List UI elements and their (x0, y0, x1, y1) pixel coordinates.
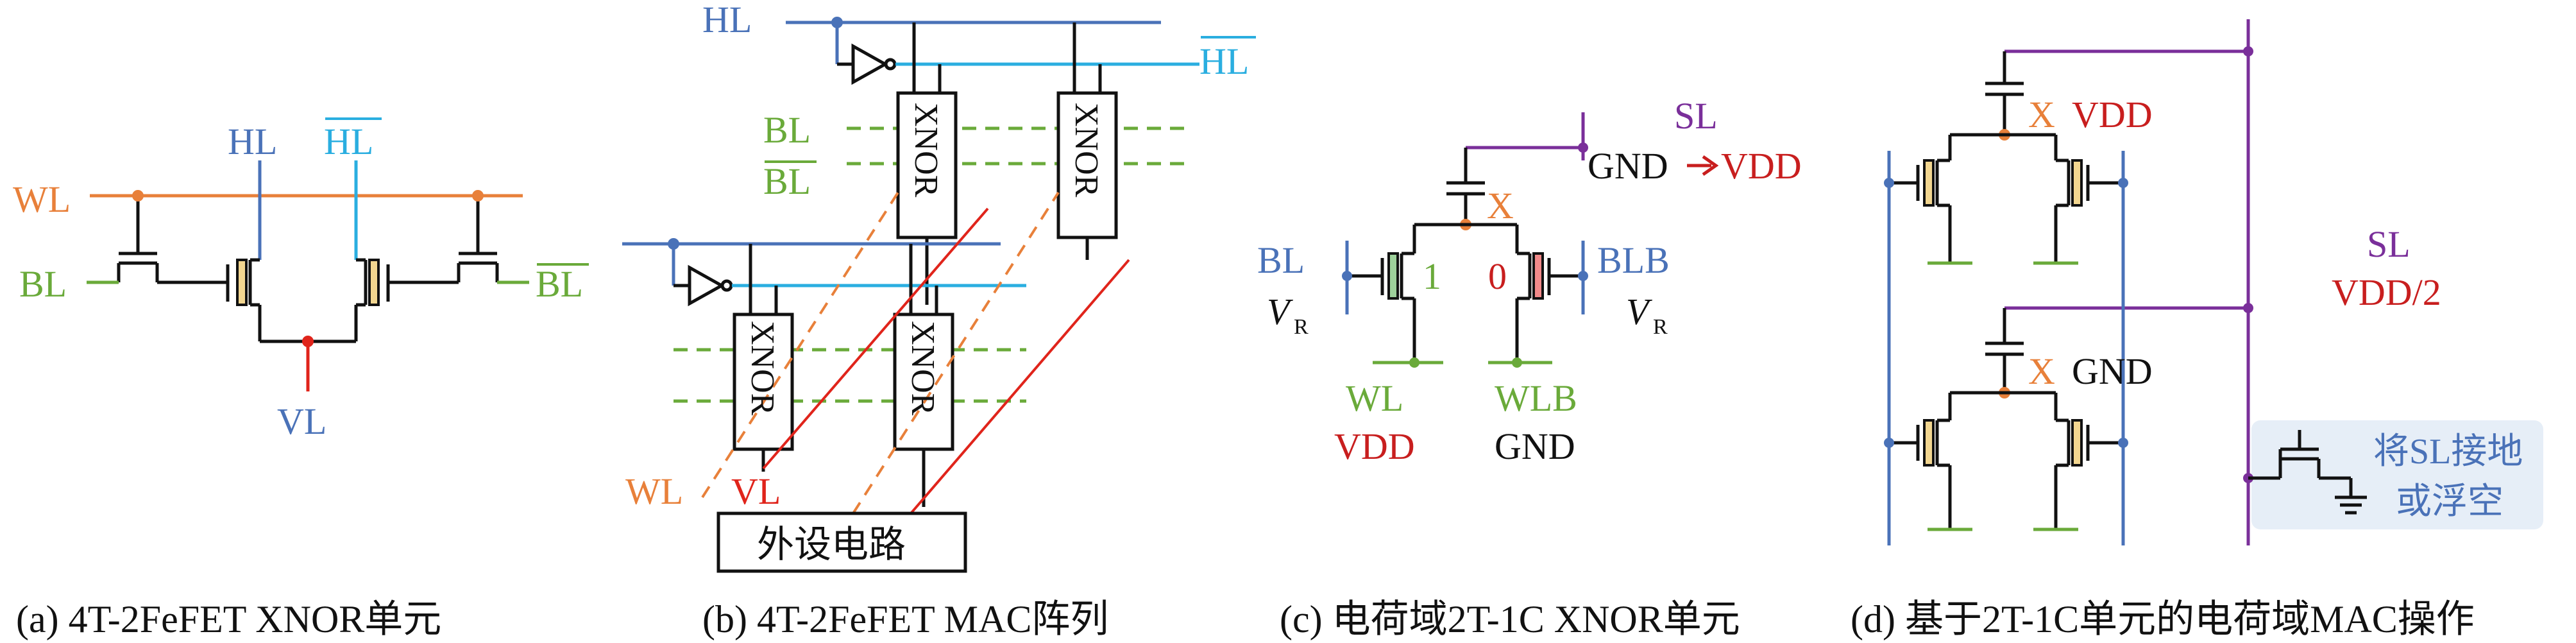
label-c-vr-left-sub: R (1294, 315, 1309, 339)
label-c-blb: BLB (1597, 239, 1670, 281)
label-c-vdd: VDD (1721, 145, 1802, 187)
label-d-note1: 将SL接地 (2373, 432, 2523, 472)
label-c-vr-right-sub: R (1653, 315, 1668, 339)
label-d-v1: VDD (2072, 94, 2153, 135)
xnor-b-3: XNOR (744, 321, 781, 416)
label-c-wl-v: VDD (1334, 425, 1415, 467)
fefet-c-left-fe (1387, 252, 1399, 300)
note-box (2251, 420, 2543, 529)
fefet-right-fe (368, 259, 380, 306)
label-d-note2: 或浮空 (2396, 482, 2504, 522)
fefet-c-right-fe (1532, 252, 1544, 300)
label-a-hlbar: HL (324, 121, 373, 162)
xnor-b-2: XNOR (1068, 103, 1105, 198)
label-c-wl: WL (1346, 377, 1403, 419)
label-b-periph: 外设电路 (757, 524, 906, 565)
xnor-b-4: XNOR (904, 321, 941, 416)
label-d-x1: X (2028, 94, 2055, 135)
label-c-vr-left: V (1267, 291, 1294, 332)
panel-a (87, 160, 529, 391)
label-b-hl: HL (702, 0, 752, 40)
label-b-wl: WL (625, 470, 683, 512)
caption-a: (a) 4T-2FeFET XNOR单元 (16, 598, 441, 640)
label-c-wlb: WLB (1495, 377, 1577, 419)
caption-d: (d) 基于2T-1C单元的电荷域MAC操作 (1851, 598, 2475, 640)
label-c-x: X (1487, 185, 1514, 227)
label-c-zero: 0 (1488, 255, 1507, 297)
label-a-vl: VL (277, 400, 326, 442)
label-d-sl: SL (2367, 223, 2411, 265)
label-d-x2: X (2028, 350, 2055, 392)
label-c-one: 1 (1423, 255, 1441, 297)
label-c-wlb-v: GND (1495, 425, 1575, 467)
caption-b: (b) 4T-2FeFET MAC阵列 (702, 598, 1108, 640)
label-d-sl-v: VDD/2 (2332, 271, 2441, 313)
label-b-blbar: BL (763, 160, 811, 202)
label-a-hl: HL (228, 121, 277, 162)
label-a-blbar: BL (536, 263, 583, 305)
label-c-vr-right: V (1626, 291, 1653, 332)
caption-c: (c) 电荷域2T-1C XNOR单元 (1280, 598, 1740, 640)
label-b-bl: BL (763, 109, 811, 151)
label-c-sl: SL (1674, 95, 1718, 137)
label-d-v2: GND (2072, 350, 2153, 392)
panel-d (1884, 19, 2543, 545)
fefet-left-fe (236, 259, 248, 306)
label-a-wl: WL (13, 178, 71, 220)
label-b-vl: VL (731, 470, 781, 512)
label-a-bl: BL (19, 263, 67, 305)
panel-c (1342, 112, 1719, 368)
panel-b (622, 17, 1199, 573)
label-c-gnd: GND (1588, 145, 1668, 187)
label-c-bl: BL (1257, 239, 1305, 281)
label-b-hlbar: HL (1199, 40, 1249, 82)
periph-box (716, 511, 967, 573)
xnor-b-1: XNOR (908, 103, 944, 198)
